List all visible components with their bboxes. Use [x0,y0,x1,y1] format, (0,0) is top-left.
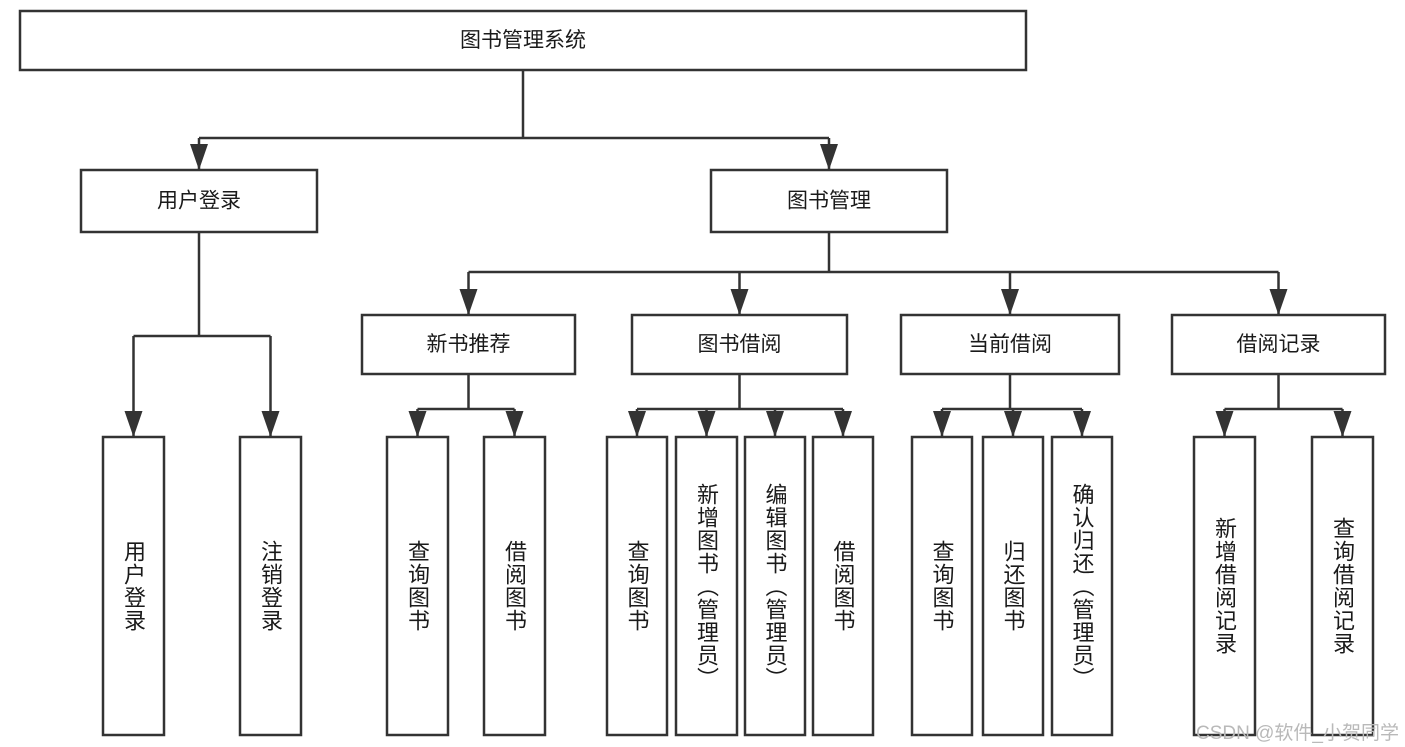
arrow-l2-manage-to-l3-1 [730,289,749,315]
arrow-l3-2-to-leaf-8 [933,411,951,437]
arrow-l3-1-to-leaf-5 [697,411,716,437]
node-leaf-2-label: 查询图书 [405,540,431,632]
node-leaf-4-label: 查询图书 [624,540,650,632]
arrow-l3-1-to-leaf-7 [834,411,852,437]
node-l3-2[interactable] [899,313,1121,376]
arrow-l2-manage-to-l3-2 [1001,289,1019,315]
node-leaf-7-label: 借阅图书 [830,540,856,632]
node-l3-1-label: 图书借阅 [698,333,782,356]
arrow-l2-0-to-leaf-1 [261,411,280,437]
node-leaf-11-label: 新增借阅记录 [1212,517,1238,655]
node-leaf-12-label: 查询借阅记录 [1330,517,1356,655]
node-leaf-5-label: 新增图书（管理员） [694,482,720,690]
csdn-watermark: CSDN @软件_小贺同学 [1196,723,1399,744]
node-leaf-6-label: 编辑图书（管理员） [762,482,788,690]
node-l2-0-label: 用户登录 [157,190,241,213]
node-l2-1-label: 图书管理 [787,190,871,213]
node-leaf-8-label: 查询图书 [929,540,955,632]
node-leaf-6[interactable] [743,435,807,737]
node-l3-0[interactable] [360,313,577,376]
node-leaf-9[interactable] [981,435,1045,737]
node-leaf-11[interactable] [1192,435,1257,737]
node-leaf-9-label: 归还图书 [1000,540,1026,632]
node-leaf-12[interactable] [1310,435,1375,737]
connector-edges-layer [124,70,1352,437]
arrow-l3-2-to-leaf-9 [1004,411,1022,437]
node-boxes-layer [18,9,1387,737]
node-leaf-1-label: 注销登录 [258,540,284,632]
arrow-l3-0-to-leaf-2 [408,411,427,437]
arrow-l3-1-to-leaf-4 [628,411,646,437]
node-l2-0[interactable] [79,168,319,234]
arrow-root-to-l2-1 [820,144,838,170]
node-leaf-5[interactable] [674,435,739,737]
arrow-l3-1-to-leaf-6 [766,411,784,437]
node-l3-0-label: 新书推荐 [427,333,511,356]
node-l3-2-label: 当前借阅 [968,333,1052,356]
arrow-root-to-l2-0 [190,144,208,170]
arrow-l2-manage-to-l3-0 [459,289,478,315]
arrow-l3-3-to-leaf-11 [1215,411,1234,437]
node-leaf-3-label: 借阅图书 [502,540,528,632]
node-leaf-10[interactable] [1050,435,1114,737]
node-leaf-7[interactable] [811,435,875,737]
node-root-system[interactable] [18,9,1028,72]
node-l3-3[interactable] [1170,313,1387,376]
node-l3-3-label: 借阅记录 [1237,333,1321,356]
node-leaf-4[interactable] [605,435,669,737]
node-leaf-0-label: 用户登录 [121,540,147,632]
arrow-l3-0-to-leaf-3 [505,411,524,437]
node-root-system-label: 图书管理系统 [460,29,586,52]
arrow-l2-manage-to-l3-3 [1269,289,1288,315]
node-leaf-3[interactable] [482,435,547,737]
node-l2-1[interactable] [709,168,949,234]
node-leaf-2[interactable] [385,435,450,737]
node-leaf-8[interactable] [910,435,974,737]
arrow-l3-2-to-leaf-10 [1073,411,1091,437]
node-leaf-0[interactable] [101,435,166,737]
node-leaf-10-label: 确认归还（管理员） [1069,482,1095,690]
arrow-l3-3-to-leaf-12 [1333,411,1352,437]
node-l3-1[interactable] [630,313,849,376]
arrow-l2-0-to-leaf-0 [124,411,143,437]
node-leaf-1[interactable] [238,435,303,737]
